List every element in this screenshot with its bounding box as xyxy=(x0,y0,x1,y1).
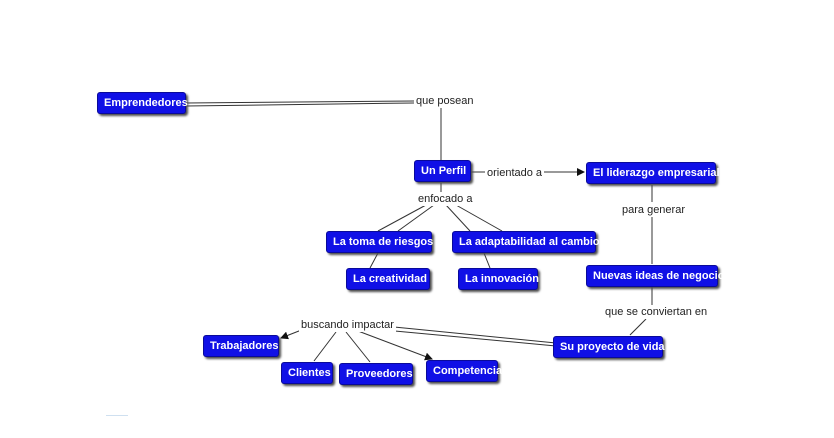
node-trabajadores[interactable]: Trabajadores xyxy=(203,335,279,357)
link-label-orientado-a: orientado a xyxy=(485,166,545,180)
link-emprendedores-que-posean xyxy=(185,100,415,104)
link-label-que-posean: que posean xyxy=(414,94,476,108)
link-buscando-proveedores xyxy=(345,331,371,363)
node-creatividad[interactable]: La creatividad xyxy=(346,268,430,290)
link-buscando-competencia xyxy=(357,330,433,361)
node-adaptabilidad-al-cambio[interactable]: La adaptabilidad al cambio xyxy=(452,231,600,253)
link-label-enfocado-a: enfocado a xyxy=(416,192,475,206)
node-proveedores[interactable]: Proveedores xyxy=(339,363,413,385)
link-emprendedores-que-posean-2 xyxy=(185,102,415,107)
node-emprendedores[interactable]: Emprendedores xyxy=(97,92,188,114)
node-liderazgo-empresarial[interactable]: El liderazgo empresarial xyxy=(586,162,720,184)
link-enfocado-adaptabilidad-1 xyxy=(445,204,471,232)
link-proyecto-buscando-1 xyxy=(383,325,557,344)
node-innovacion[interactable]: La innovación xyxy=(458,268,539,290)
node-competencia[interactable]: Competencia xyxy=(426,360,502,382)
link-buscando-clientes xyxy=(313,331,337,362)
link-label-buscando-impactar: buscando impactar xyxy=(299,318,396,332)
link-proyecto-buscando-2 xyxy=(383,329,557,347)
link-enfocado-toma-riesgos-2 xyxy=(397,204,435,232)
node-clientes[interactable]: Clientes xyxy=(281,362,333,384)
link-adaptabilidad-innovacion xyxy=(483,252,491,269)
link-enfocado-adaptabilidad-2 xyxy=(455,204,503,232)
node-nuevas-ideas-de-negocio[interactable]: Nuevas ideas de negocio xyxy=(586,265,724,287)
link-label-que-se-conviertan-en: que se conviertan en xyxy=(603,305,710,319)
link-conviertan-proyecto xyxy=(629,318,647,336)
node-un-perfil[interactable]: Un Perfil xyxy=(414,160,471,182)
node-toma-de-riesgos[interactable]: La toma de riesgos xyxy=(326,231,433,253)
link-label-para-generar: para generar xyxy=(620,203,687,217)
link-toma-riesgos-creatividad xyxy=(369,252,379,269)
link-enfocado-toma-riesgos-1 xyxy=(377,204,427,232)
divider-stub xyxy=(106,415,128,416)
node-su-proyecto-de-vida[interactable]: Su proyecto de vida xyxy=(553,336,665,358)
